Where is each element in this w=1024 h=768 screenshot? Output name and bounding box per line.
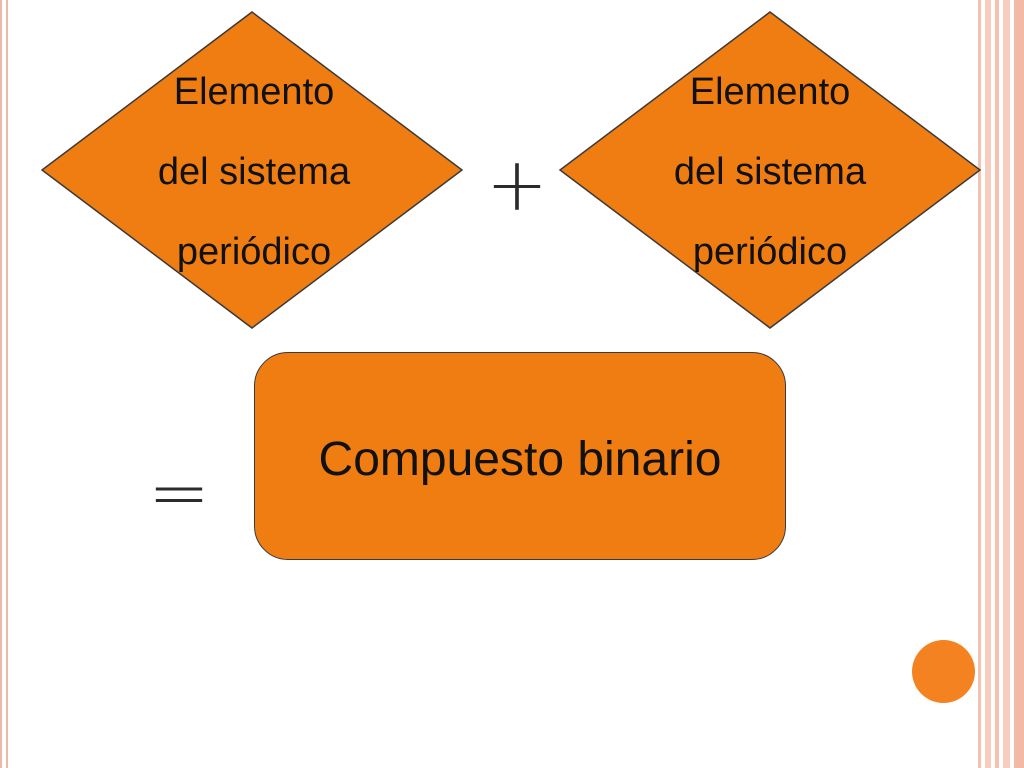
left-border-line [6,0,8,768]
plus-operator: + [486,142,549,228]
right-border-stripe [978,0,981,768]
right-border-stripe [1003,0,1010,768]
left-element-line-2: del sistema [157,151,351,193]
left-element-label: Elemento del sistema periódico [124,52,384,292]
decorative-dot [912,640,975,703]
right-element-diamond [558,11,982,329]
equals-operator: = [148,450,211,536]
left-element-line-1: Elemento [173,71,335,113]
right-border-stripe [995,0,999,768]
result-box [254,352,786,560]
right-border-stripe [985,0,991,768]
result-label: Compuesto binario [318,433,722,486]
right-element-line-1: Elemento [689,71,851,113]
right-border-stripe [1014,0,1024,768]
left-border-line [0,0,2,768]
right-element-label: Elemento del sistema periódico [640,52,900,292]
left-element-line-3: periódico [176,231,332,273]
right-element-line-3: periódico [692,231,848,273]
right-element-line-2: del sistema [673,151,867,193]
left-element-diamond [40,11,464,329]
